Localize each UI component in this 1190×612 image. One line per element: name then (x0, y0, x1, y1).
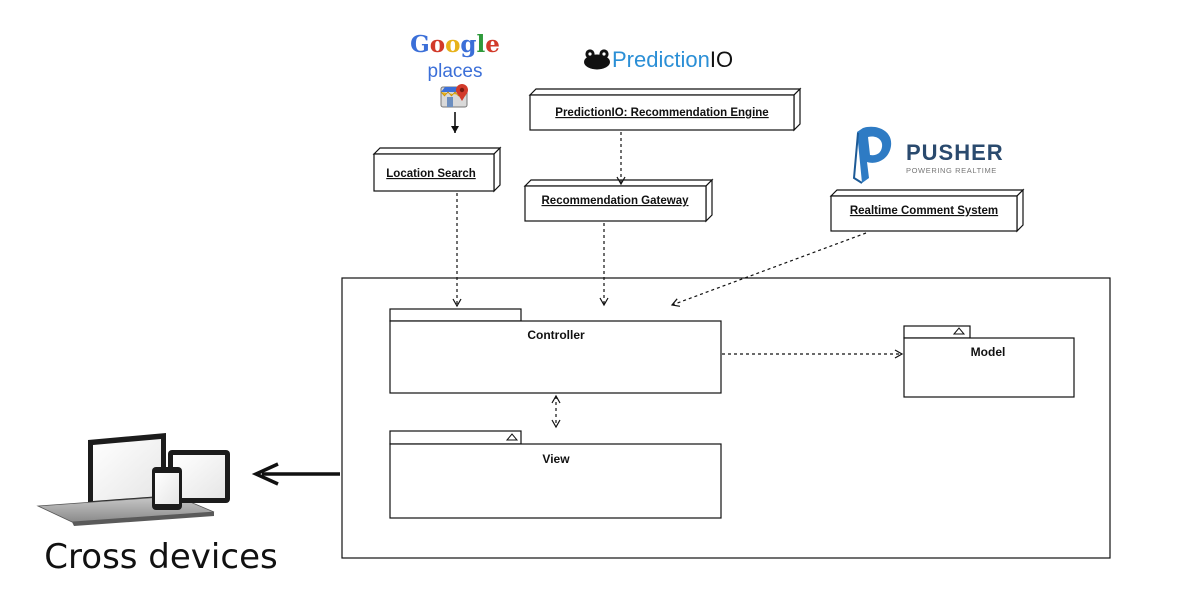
output-to-devices-arrow (251, 462, 340, 486)
system-boundary (341, 277, 1111, 559)
model-label: Model (971, 345, 1006, 359)
node-location-search: Location Search (372, 146, 502, 193)
package-view: View (389, 430, 722, 519)
comment-to-system-arrow (670, 232, 867, 307)
pusher-logo: PUSHER POWERING REALTIME (852, 126, 1004, 184)
controller-label: Controller (527, 328, 585, 342)
google-places-word: places (428, 61, 483, 82)
prediction-logo-prefix: Prediction (612, 47, 710, 72)
node-prediction-engine: PredictionIO: Recommendation Engine (528, 87, 802, 132)
package-controller: Controller (389, 308, 722, 394)
collapse-triangle-icon (505, 433, 519, 441)
package-model: Model (903, 325, 1075, 398)
node-recommendation-gateway: Recommendation Gateway (523, 178, 714, 223)
pusher-tagline: POWERING REALTIME (906, 166, 997, 175)
view-label: View (542, 452, 570, 466)
collapse-triangle-icon (952, 327, 966, 335)
prediction-engine-label: PredictionIO: Recommendation Engine (555, 107, 768, 119)
google-logo-text: Google (410, 31, 500, 58)
location-search-label: Location Search (386, 168, 475, 180)
svg-text:PredictionIO: PredictionIO (612, 47, 733, 72)
google-places-logo: Google places (410, 31, 500, 108)
store-map-pin-icon (440, 84, 468, 108)
recommendation-gateway-label: Recommendation Gateway (542, 195, 690, 207)
prediction-logo-suffix: IO (710, 47, 733, 72)
node-realtime-comment: Realtime Comment System (829, 188, 1025, 233)
devices-label: Cross devices (44, 537, 277, 577)
frog-icon (584, 49, 610, 70)
realtime-comment-label: Realtime Comment System (850, 205, 998, 217)
pusher-p-icon (852, 126, 892, 184)
pusher-title: PUSHER (906, 140, 1004, 165)
devices-icon (36, 433, 230, 526)
predictionio-logo: PredictionIO (584, 47, 733, 72)
